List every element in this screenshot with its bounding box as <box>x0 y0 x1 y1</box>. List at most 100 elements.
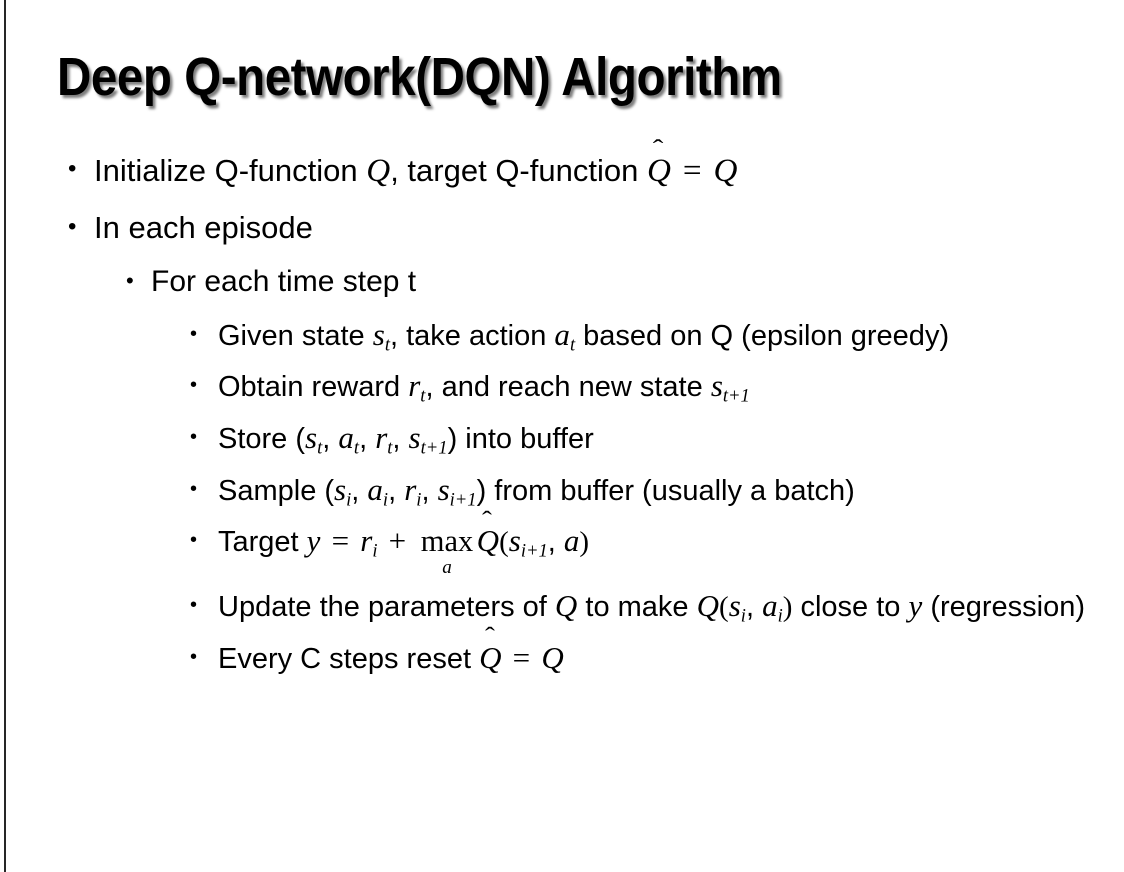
bullet-dot-icon: • <box>190 426 198 448</box>
math-subscript-i: i <box>777 605 783 627</box>
list-item-initialize: • Initialize Q-function Q, target Q-func… <box>0 136 1124 192</box>
math-subscript-i: i <box>372 540 378 562</box>
math-var-q: Q <box>646 152 671 189</box>
math-var-r: r <box>408 368 421 404</box>
text-run: ) from buffer (usually a batch) <box>476 474 855 507</box>
math-var-y: y <box>306 523 321 559</box>
text-run: , <box>745 591 754 624</box>
math-var-a: a <box>563 523 580 559</box>
list-item-sample-batch: • Sample (si, ai, ri, si+1) from buffer … <box>0 470 1124 513</box>
text-run: Initialize Q-function <box>94 153 358 188</box>
math-equals: = <box>682 152 702 189</box>
list-item-in-each-episode: • In each episode <box>0 208 1124 247</box>
text-run: to make <box>585 591 689 624</box>
bullet-dot-icon: • <box>190 594 198 617</box>
bullet-dot-icon: • <box>190 645 198 668</box>
bullet-dot-icon: • <box>190 529 198 552</box>
math-var-q: Q <box>696 588 720 624</box>
text-run: , <box>322 423 331 455</box>
math-subscript-t: t <box>384 334 390 356</box>
text-run: close to <box>800 591 901 624</box>
math-var-q: Q <box>541 639 564 675</box>
text-run: Every C steps reset <box>218 642 472 675</box>
text-run: , and reach new state <box>425 371 703 404</box>
math-subscript-i-plus-1: i+1 <box>449 489 477 511</box>
bullet-dot-icon: • <box>190 477 198 500</box>
list-item-label: In each episode <box>94 209 313 245</box>
text-run: , <box>388 474 397 507</box>
text-run: , take action <box>389 319 547 352</box>
bullet-list: • Initialize Q-function Q, target Q-func… <box>0 136 1124 687</box>
math-var-s: s <box>437 471 450 507</box>
list-item-store-transition: • Store (st, at, rt, st+1) into buffer <box>0 418 1124 461</box>
text-run: ) into buffer <box>447 423 594 455</box>
list-item-label: Obtain reward rt, and reach new state st… <box>218 366 1098 409</box>
max-label: max <box>420 524 474 559</box>
math-subscript-i-plus-1: i+1 <box>520 540 548 562</box>
math-var-q: Q <box>713 152 738 189</box>
text-run: , <box>351 474 360 507</box>
hat-accent-icon: ˆ <box>484 623 495 650</box>
math-var-s: s <box>408 420 421 455</box>
math-subscript-t: t <box>353 437 360 459</box>
math-var-r: r <box>375 420 388 455</box>
math-var-q: Q <box>476 523 500 559</box>
list-item-label: Update the parameters of Q to make Q(si,… <box>218 586 1098 629</box>
math-subscript-t: t <box>569 334 576 356</box>
list-item-label: For each time step t <box>151 264 417 298</box>
list-item-obtain-reward: • Obtain reward rt, and reach new state … <box>0 366 1124 409</box>
math-lparen: ( <box>719 591 729 624</box>
math-lparen: ( <box>499 526 509 559</box>
math-equals: = <box>331 523 350 559</box>
math-subscript-t: t <box>420 385 426 407</box>
text-run: , <box>547 526 556 559</box>
math-var-s: s <box>710 368 723 404</box>
list-item-label: Sample (si, ai, ri, si+1) from buffer (u… <box>218 470 1098 513</box>
math-equals: = <box>512 639 531 675</box>
list-item-for-each-time-step: • For each time step t <box>0 263 1124 301</box>
math-var-a: a <box>367 471 383 507</box>
bullet-dot-icon: • <box>190 374 198 397</box>
math-subscript-t: t <box>317 437 323 459</box>
math-plus: + <box>388 523 407 559</box>
max-limit-a: a <box>442 556 452 578</box>
bullet-dot-icon: • <box>126 267 134 293</box>
math-subscript-t: t <box>387 437 393 459</box>
page-title: Deep Q-network(DQN) Algorithm <box>57 47 782 107</box>
math-var-s: s <box>728 588 741 624</box>
math-var-s: s <box>372 316 385 352</box>
text-run: Given state <box>218 319 365 352</box>
hat-accent-icon: ˆ <box>482 507 493 534</box>
bullet-dot-icon: • <box>190 322 198 345</box>
hat-accent-icon: ˆ <box>652 135 664 164</box>
math-subscript-i: i <box>382 489 389 511</box>
text-run: based on Q (epsilon greedy) <box>583 319 950 352</box>
math-var-s: s <box>334 471 347 507</box>
text-run: , <box>421 474 430 507</box>
list-item-label: Initialize Q-function Q, target Q-functi… <box>94 136 1124 192</box>
math-var-r: r <box>360 523 373 559</box>
text-run: , <box>392 423 401 455</box>
text-run: Target <box>218 526 299 559</box>
math-subscript-i: i <box>346 489 352 511</box>
text-run: (regression) <box>930 591 1086 624</box>
math-var-q: Q <box>479 639 502 675</box>
math-subscript-t-plus-1: t+1 <box>722 385 750 407</box>
math-var-s: s <box>508 523 521 559</box>
math-var-y: y <box>908 588 923 624</box>
left-edge-rule <box>4 0 6 872</box>
math-subscript-i: i <box>416 489 422 511</box>
math-var-a: a <box>338 420 354 455</box>
bullet-dot-icon: • <box>68 212 77 240</box>
bullet-dot-icon: • <box>68 155 77 182</box>
list-item-label: Given state st, take action at based on … <box>218 315 1098 358</box>
math-var-a: a <box>762 588 778 624</box>
